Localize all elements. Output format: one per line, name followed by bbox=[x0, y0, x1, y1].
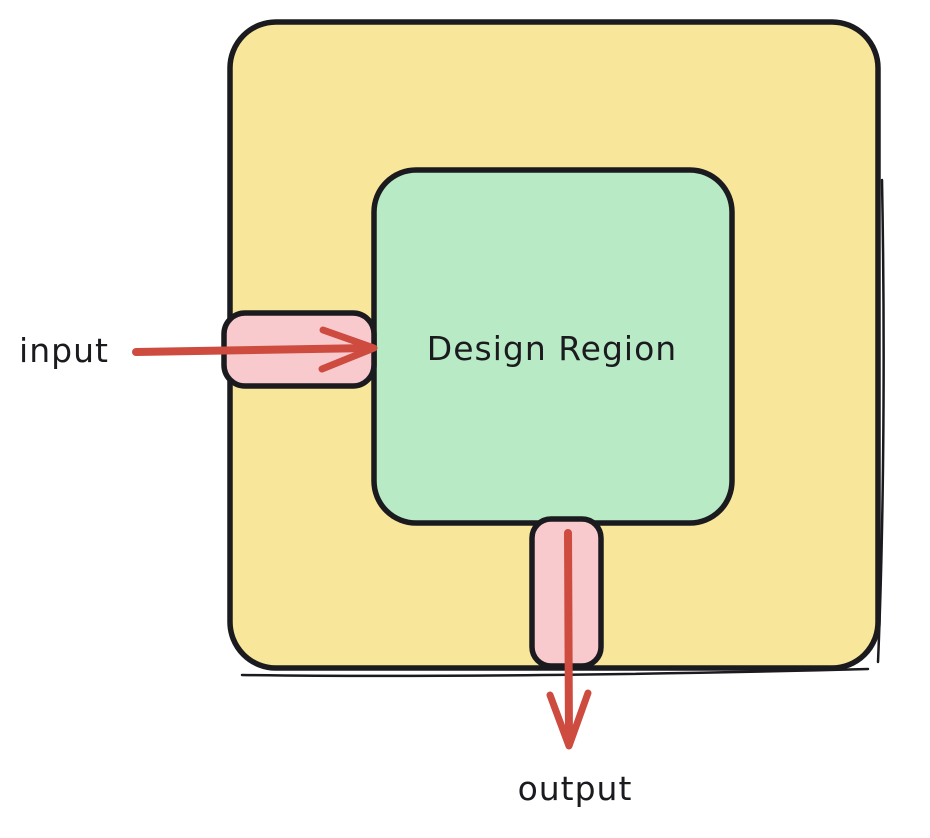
input-label: input bbox=[19, 331, 109, 370]
arrow-right-shaft bbox=[132, 344, 374, 356]
arrow-down-shaft bbox=[564, 529, 573, 747]
arrow-down-icon bbox=[546, 689, 592, 750]
input-arrow bbox=[132, 326, 378, 373]
design-region-label: Design Region bbox=[427, 329, 677, 368]
arrow-right-icon bbox=[318, 326, 378, 373]
outer-box-double-stroke-right bbox=[876, 178, 885, 664]
output-label: output bbox=[518, 769, 633, 808]
output-arrow bbox=[546, 529, 592, 750]
outer-box-double-stroke-bottom bbox=[240, 667, 870, 678]
